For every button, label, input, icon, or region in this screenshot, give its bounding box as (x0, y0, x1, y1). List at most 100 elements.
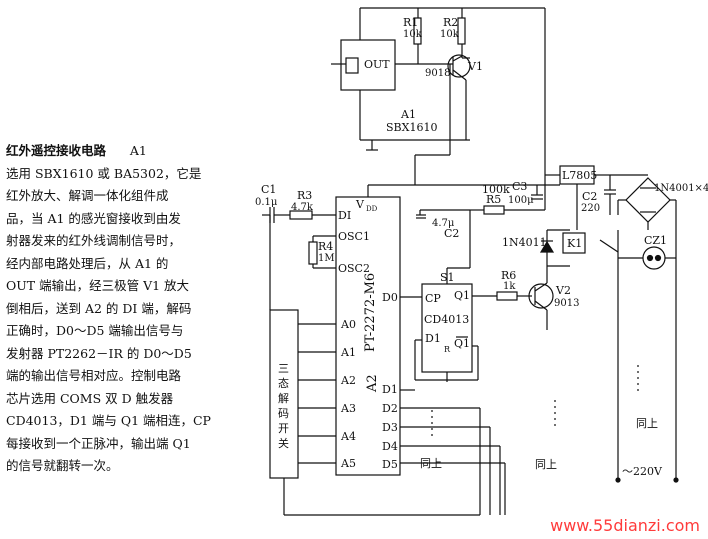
pin-a5: A5 (340, 457, 356, 470)
paragraph-line: A1 (129, 143, 147, 158)
same-label-3: 同上 (636, 417, 658, 430)
a1-label: A1 (400, 108, 416, 121)
a1-receiver: OUT A1 SBX1610 (331, 7, 545, 151)
paragraph-line: 正确时，D0～D5 端输出信号与 (6, 323, 184, 338)
pin-a1: A1 (340, 346, 356, 359)
r1-r2-resistors: R1 10k R2 10k (403, 8, 466, 64)
r4-value: 1M (318, 253, 335, 264)
chip-name: A2 (365, 374, 380, 393)
cz1-label: CZ1 (644, 234, 667, 247)
paragraph-heading: 红外遥控接收电路 (6, 143, 107, 158)
r6-label: R6 (501, 269, 516, 282)
v2-driver: R6 1k V2 9013 (472, 266, 579, 325)
pin-q1: Q1 (454, 289, 470, 302)
paragraph-line: 发射器 PT2262－IR 的 D0～D5 (6, 345, 192, 361)
relay-label: K1 (567, 237, 582, 250)
sbx-label: SBX1610 (386, 121, 437, 134)
bridge-rectifier: 1N4001×4 (617, 177, 708, 480)
paragraph-line: 选用 SBX1610 或 BA5302，它是 (6, 165, 202, 181)
pin-r: R (444, 345, 451, 354)
v1-label: V1 (467, 60, 483, 73)
description-paragraph: 红外遥控接收电路 A1 选用 SBX1610 或 BA5302，它是 红外放大、… (6, 140, 216, 478)
same-label-1: 同上 (420, 457, 442, 470)
c3-value: 100μ (508, 195, 534, 206)
pin-d5: D5 (382, 458, 398, 471)
out-label: OUT (364, 58, 390, 71)
d-outputs: 同上 (400, 296, 506, 515)
r1-label: R1 (403, 16, 418, 29)
paragraph-line: 射器发来的红外线调制信号时， (6, 233, 182, 248)
ground-bus: 同上 (431, 325, 639, 471)
bridge-label: 1N4001×4 (654, 183, 708, 194)
rc-network: 4.7μ C2 100k R5 C3 100μ (416, 8, 546, 255)
pin-a0: A0 (340, 318, 356, 331)
same-label-2: 同上 (535, 458, 557, 471)
paragraph-line: 红外放大、解调一体化组件成 (6, 188, 169, 203)
paragraph-line: 经内部电路处理后，从 A1 的 (6, 255, 169, 271)
v2-label: V2 (555, 284, 571, 297)
switch-label-char: 态 (278, 377, 289, 390)
c3-label: C3 (512, 180, 527, 193)
vdd-sub: DD (366, 205, 378, 213)
pin-d0: D0 (382, 291, 398, 304)
switch-label-char: 码 (278, 407, 289, 420)
switch-label-char: 开 (278, 422, 289, 435)
pin-d4: D4 (382, 440, 398, 453)
switch-label-char: 解 (278, 391, 289, 405)
c1-value: 0.1μ (255, 197, 278, 208)
chip-model: PT-2272-M6 (363, 273, 378, 352)
input-coupling: C1 0.1μ R3 4.7k (255, 64, 451, 223)
pin-d1-ff: D1 (425, 332, 441, 345)
paragraph-line: 端的输出信号相对应。控制电路 (6, 368, 182, 383)
r3-label: R3 (297, 189, 312, 202)
pin-a4: A4 (340, 430, 356, 443)
paragraph-line: 的信号就翻转一次。 (6, 458, 119, 473)
r3-value: 4.7k (291, 202, 314, 213)
switch-label-char: 关 (278, 436, 289, 450)
c2b-label: C2 (582, 190, 597, 203)
pin-osc1: OSC1 (338, 230, 370, 243)
r4-resistor: R4 1M (308, 235, 336, 269)
paragraph-line: OUT 端输出，经三极管 V1 放大 (6, 278, 190, 293)
diode-label: 1N4011 (502, 236, 547, 249)
power-and-relay: 1N4011 K1 L7805 C2 220 (502, 165, 648, 267)
r1-value: 10k (403, 29, 423, 40)
r2-value: 10k (440, 29, 460, 40)
c2-label: C2 (444, 227, 459, 240)
paragraph-line: 品，当 A1 的感光窗接收到由发 (6, 210, 181, 226)
regulator-label: L7805 (562, 169, 597, 182)
pin-a3: A3 (340, 402, 356, 415)
r4-label: R4 (318, 240, 333, 253)
vdd-label: V (355, 198, 365, 211)
socket-cz1: CZ1 同上 ～220V (599, 234, 679, 483)
pin-d1: D1 (382, 383, 398, 396)
pin-di: DI (338, 209, 351, 222)
paragraph-line: 每接收到一个正脉冲，输出端 Q1 (6, 435, 191, 451)
pin-cp: CP (425, 292, 441, 305)
cd4013-flipflop: S1 CP Q1 CD4013 D1 Q1 R (414, 255, 479, 382)
r5-label: R5 (486, 193, 501, 206)
switch-label-char: 三 (278, 362, 289, 375)
cd4013-label: CD4013 (424, 313, 469, 326)
pin-d2: D2 (382, 402, 398, 415)
t9018-label: 9018 (425, 68, 450, 79)
t9013-label: 9013 (554, 298, 579, 309)
pin-osc2: OSC2 (338, 262, 370, 275)
a2-decoder-chip: V DD DI OSC1 OSC2 A0 A1 A2 A3 A4 A5 D0 D… (335, 184, 560, 476)
ac-label: ～220V (622, 465, 663, 478)
c1-label: C1 (261, 183, 276, 196)
r5-value: 100k (482, 183, 510, 196)
paragraph-line: 倒相后，送到 A2 的 DI 端，解码 (6, 300, 192, 316)
watermark: www.55dianzi.com (550, 516, 700, 535)
pin-a2: A2 (340, 374, 356, 387)
r2-label: R2 (443, 16, 458, 29)
paragraph-line: 芯片选用 COMS 双 D 触发器 (6, 390, 174, 406)
pin-d3: D3 (382, 421, 398, 434)
pin-q1bar: Q1 (454, 337, 470, 350)
r6-value: 1k (503, 281, 516, 292)
c2b-value: 220 (581, 203, 600, 214)
tristate-switch (269, 215, 480, 516)
paragraph-line: CD4013，D1 端与 Q1 端相连，CP (6, 413, 211, 428)
